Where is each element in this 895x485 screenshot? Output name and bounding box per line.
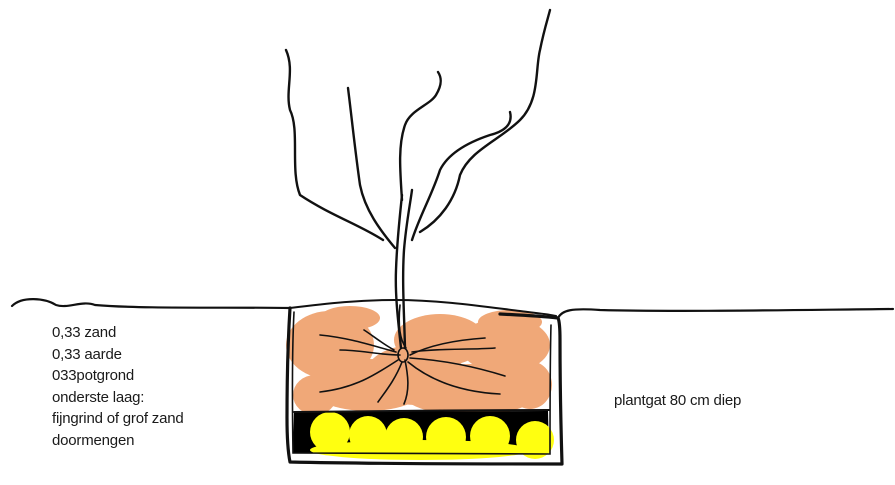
stem-right-tall [420,10,550,232]
soil-blob [508,361,552,409]
soil-blob [320,306,380,330]
gravel-stone [310,440,530,460]
ground-line-left [12,299,290,308]
soil-blob [293,375,337,415]
soil-mixture-layer [286,306,552,416]
hole-depth-label: plantgat 80 cm diep [614,392,741,409]
note-line: fijngrind of grof zand [52,408,184,430]
note-line: 0,33 zand [52,322,184,344]
stem-right-mid [412,112,511,240]
soil-mix-note: 0,33 zand 0,33 aarde 033potgrond onderst… [52,322,184,451]
note-line: 0,33 aarde [52,344,184,366]
note-line: doormengen [52,430,184,452]
note-line: 033potgrond [52,365,184,387]
plant-stems [286,10,550,348]
stem [396,195,402,348]
ground-line-right [558,309,893,318]
note-line: onderste laag: [52,387,184,409]
stem-center [400,72,441,200]
